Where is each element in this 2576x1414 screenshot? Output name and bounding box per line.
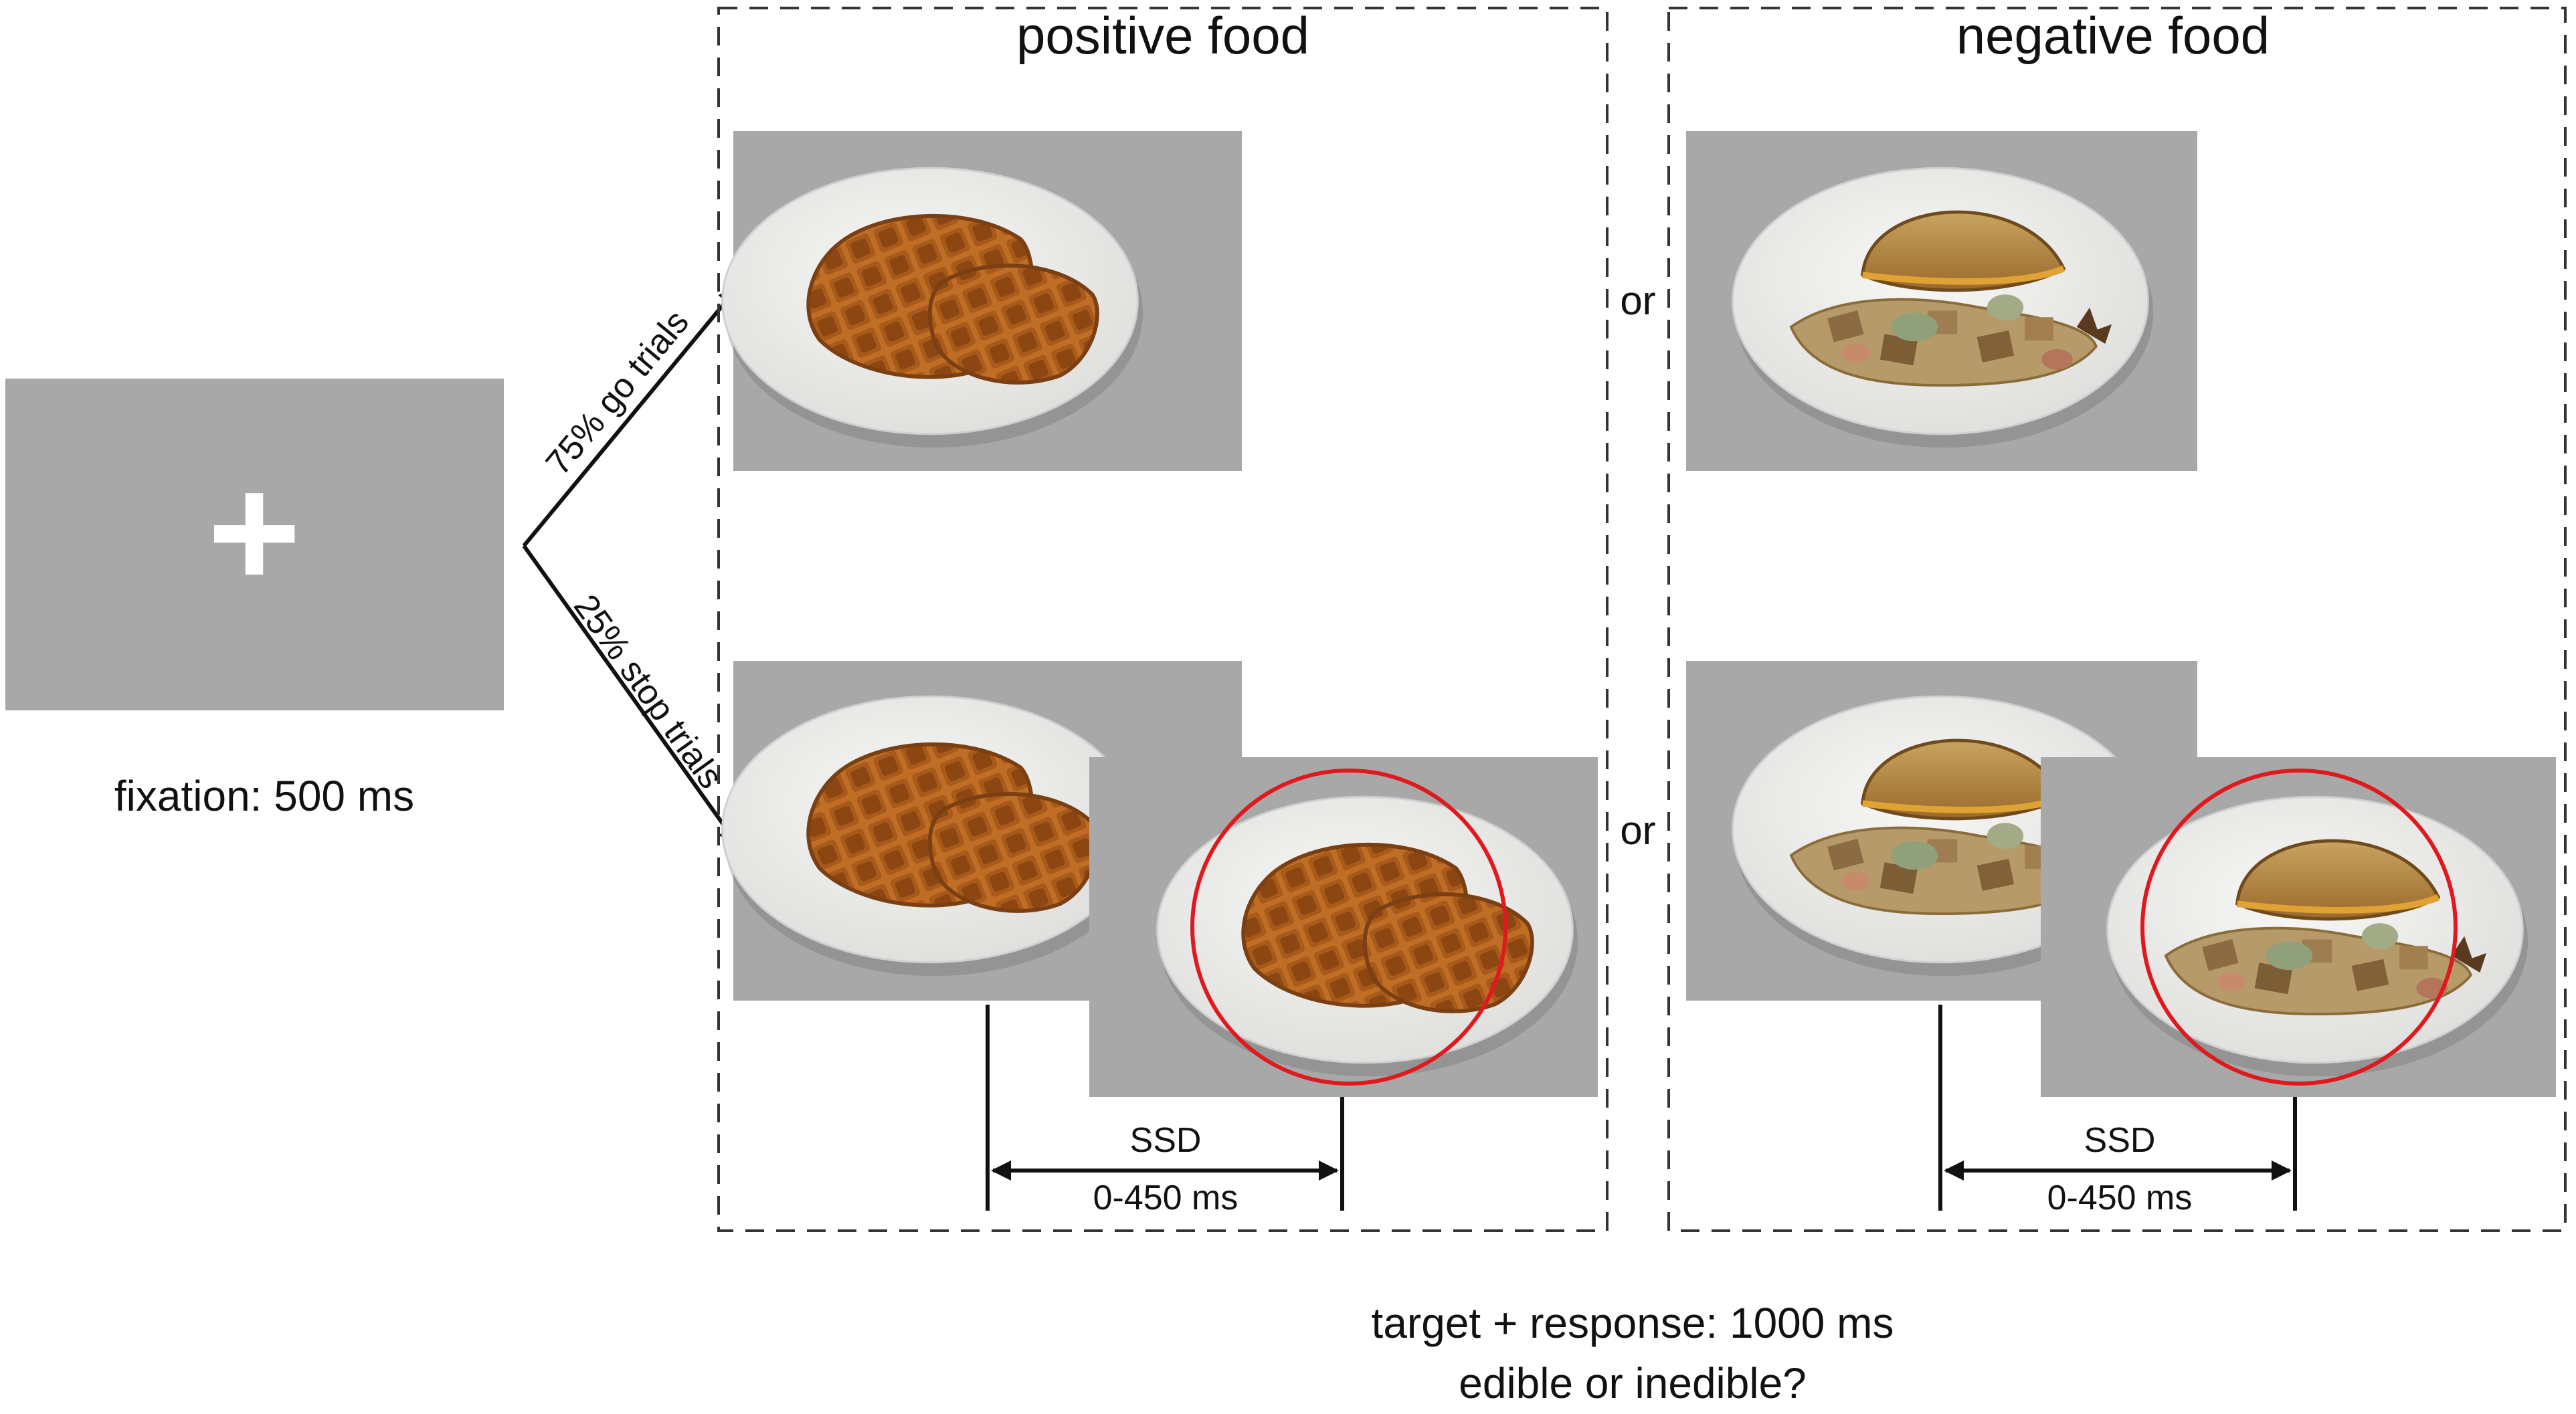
positive-panel-title: positive food: [1016, 6, 1309, 65]
go-trials-label: 75% go trials: [539, 303, 697, 483]
positive-ssd-label: SSD: [1130, 1121, 1202, 1160]
negative-go-image: [1686, 131, 2197, 471]
stop-trials-arrow: [522, 544, 739, 846]
red-circle-icon: [2140, 769, 2458, 1086]
negative-ssd-range: 0-450 ms: [2047, 1179, 2193, 1217]
negative-panel-title: negative food: [1956, 6, 2270, 65]
stop-trials-label: 25% stop trials: [566, 588, 731, 796]
positive-ssd-bracket: [986, 1005, 1344, 1211]
positive-stop-image-front: [1089, 757, 1598, 1097]
negative-ssd-label: SSD: [2084, 1121, 2156, 1160]
fixation-cross: +: [207, 442, 301, 621]
go-trials-arrow: [522, 286, 739, 547]
negative-ssd-bracket: [1938, 1005, 2297, 1211]
negative-stop-image-front: [2041, 757, 2556, 1097]
footer-timing: target + response: 1000 ms: [1372, 1299, 1894, 1347]
positive-panel-border: [717, 7, 1608, 1232]
or-separator-bottom: or: [1620, 808, 1655, 853]
negative-food-panel: negative food SSD 0-450 ms: [1667, 6, 2567, 1232]
positive-food-panel: positive food SSD 0-450 ms: [717, 6, 1608, 1232]
branch-arrows: [522, 286, 739, 846]
footer-question: edible or inedible?: [1459, 1359, 1807, 1407]
fixation-caption: fixation: 500 ms: [114, 772, 414, 820]
negative-panel-border: [1667, 7, 2567, 1232]
fixation-screen: +: [5, 379, 504, 710]
positive-go-image: [723, 131, 1242, 471]
red-circle-icon: [1190, 769, 1507, 1086]
or-separator-top: or: [1620, 278, 1655, 323]
positive-ssd-range: 0-450 ms: [1093, 1179, 1238, 1217]
